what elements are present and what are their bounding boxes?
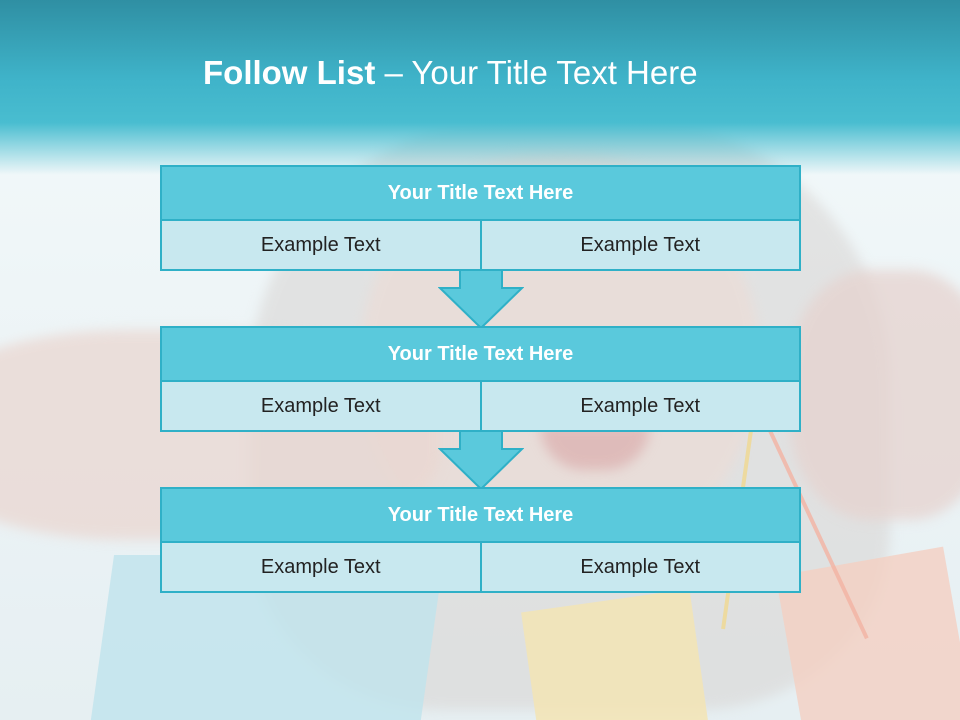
title-rest: – Your Title Text Here: [384, 54, 698, 91]
step-cell-left: Example Text: [160, 221, 482, 271]
step-cell-right: Example Text: [481, 221, 801, 271]
step-row: Example Text Example Text: [160, 221, 801, 271]
slide-title: Follow List – Your Title Text Here: [203, 54, 698, 92]
flow-step-1: Your Title Text Here Example Text Exampl…: [160, 165, 801, 271]
background-hand: [790, 270, 960, 520]
flow-step-2: Your Title Text Here Example Text Exampl…: [160, 326, 801, 432]
step-cell-left: Example Text: [160, 382, 482, 432]
step-cell-right: Example Text: [481, 382, 801, 432]
down-arrow-icon: [438, 431, 524, 491]
step-title: Your Title Text Here: [160, 165, 801, 221]
step-title: Your Title Text Here: [160, 326, 801, 382]
down-arrow-icon: [438, 270, 524, 330]
background-orange-bag: [775, 546, 960, 720]
step-title: Your Title Text Here: [160, 487, 801, 543]
step-cell-left: Example Text: [160, 543, 482, 593]
title-bold: Follow List: [203, 54, 376, 91]
step-cell-right: Example Text: [481, 543, 801, 593]
step-row: Example Text Example Text: [160, 543, 801, 593]
flow-step-3: Your Title Text Here Example Text Exampl…: [160, 487, 801, 593]
background-yellow-bag: [521, 588, 709, 720]
header-band: [0, 0, 960, 175]
step-row: Example Text Example Text: [160, 382, 801, 432]
